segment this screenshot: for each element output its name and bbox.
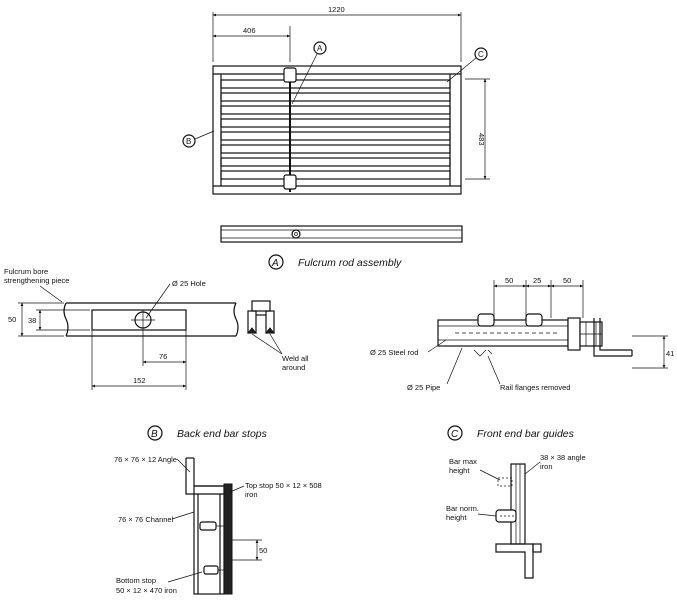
dim-152: 152 — [133, 376, 146, 385]
dim-406: 406 — [243, 26, 256, 35]
grate-bars — [220, 79, 451, 180]
front-end-bar-guides: Bar max height 38 × 38 angle iron Bar no… — [446, 453, 586, 579]
fulcrum-nut-bottom — [283, 174, 297, 190]
label-top-stop-line1: Top stop 50 × 12 × 508 — [245, 481, 322, 490]
caption-c-letter: C — [451, 429, 459, 440]
label-channel: 76 × 76 Channel — [118, 515, 174, 524]
label-bore-line1: Fulcrum bore — [4, 267, 48, 276]
dim-483: 483 — [477, 133, 486, 146]
label-rail-flanges: Rail flanges removed — [500, 383, 570, 392]
dim-41: 41 — [666, 349, 674, 358]
label-pipe: Ø 25 Pipe — [407, 383, 440, 392]
label-top-stop-line2: iron — [245, 490, 258, 499]
label-norm-line1: Bar norm. — [446, 504, 479, 513]
dim-50-fulcrum: 50 — [8, 315, 16, 324]
caption-a-title: Fulcrum rod assembly — [298, 257, 402, 269]
label-weld-line1: Weld all — [282, 354, 309, 363]
label-angle-76: 76 × 76 × 12 Angle — [114, 455, 177, 464]
label-norm-line2: height — [446, 513, 467, 522]
marker-a: A — [317, 44, 323, 53]
caption-b-letter: B — [151, 429, 158, 440]
back-end-bar-stops: 50 76 × 76 × 12 Angle Top stop 50 × 12 ×… — [114, 455, 322, 595]
label-weld-line2: around — [282, 363, 305, 372]
dim-1220: 1220 — [328, 5, 345, 14]
guide-angle — [510, 463, 526, 545]
label-max-line2: height — [449, 466, 470, 475]
caption-a-letter: A — [271, 258, 279, 269]
fulcrum-bore-detail: Fulcrum bore strengthening piece Ø 25 Ho… — [4, 267, 309, 390]
dim-50-rod-a: 50 — [505, 276, 513, 285]
top-stop-plate — [223, 483, 233, 595]
frame-outline — [212, 65, 462, 195]
label-steel-rod: Ø 25 Steel rod — [370, 348, 418, 357]
marker-c-circle — [474, 47, 488, 61]
marker-c: C — [478, 50, 484, 59]
label-hole: Ø 25 Hole — [172, 279, 206, 288]
caption-c-circle — [447, 425, 463, 441]
dim-50-rod-b: 50 — [563, 276, 571, 285]
label-bottom-stop-line1: Bottom stop — [116, 576, 156, 585]
caption-a-circle — [268, 254, 284, 270]
caption-b-circle — [147, 425, 163, 441]
label-bore-line2: strengthening piece — [4, 276, 69, 285]
label-max-line1: Bar max — [449, 457, 477, 466]
label-bottom-stop-line2: 50 × 12 × 470 iron — [116, 586, 177, 595]
label-angle-38-line1: 38 × 38 angle — [540, 453, 586, 462]
fulcrum-nut-top — [283, 67, 297, 83]
marker-b: B — [186, 137, 191, 146]
caption-c-title: Front end bar guides — [477, 428, 575, 440]
marker-b-circle — [182, 134, 196, 148]
dim-76: 76 — [159, 352, 167, 361]
dim-50-stops: 50 — [259, 546, 267, 555]
rod-pipe-detail: 50 25 50 41 Ø 25 Steel rod Ø 25 Pipe Rai… — [370, 276, 674, 392]
caption-b-title: Back end bar stops — [177, 428, 268, 440]
strengthening-piece — [91, 309, 187, 331]
marker-a-circle — [313, 41, 327, 55]
top-plan-view: 1220 406 483 A — [182, 5, 490, 195]
dim-38: 38 — [28, 316, 36, 325]
dim-25-rod: 25 — [533, 276, 541, 285]
side-elevation — [220, 225, 463, 243]
label-angle-38-line2: iron — [540, 462, 553, 471]
